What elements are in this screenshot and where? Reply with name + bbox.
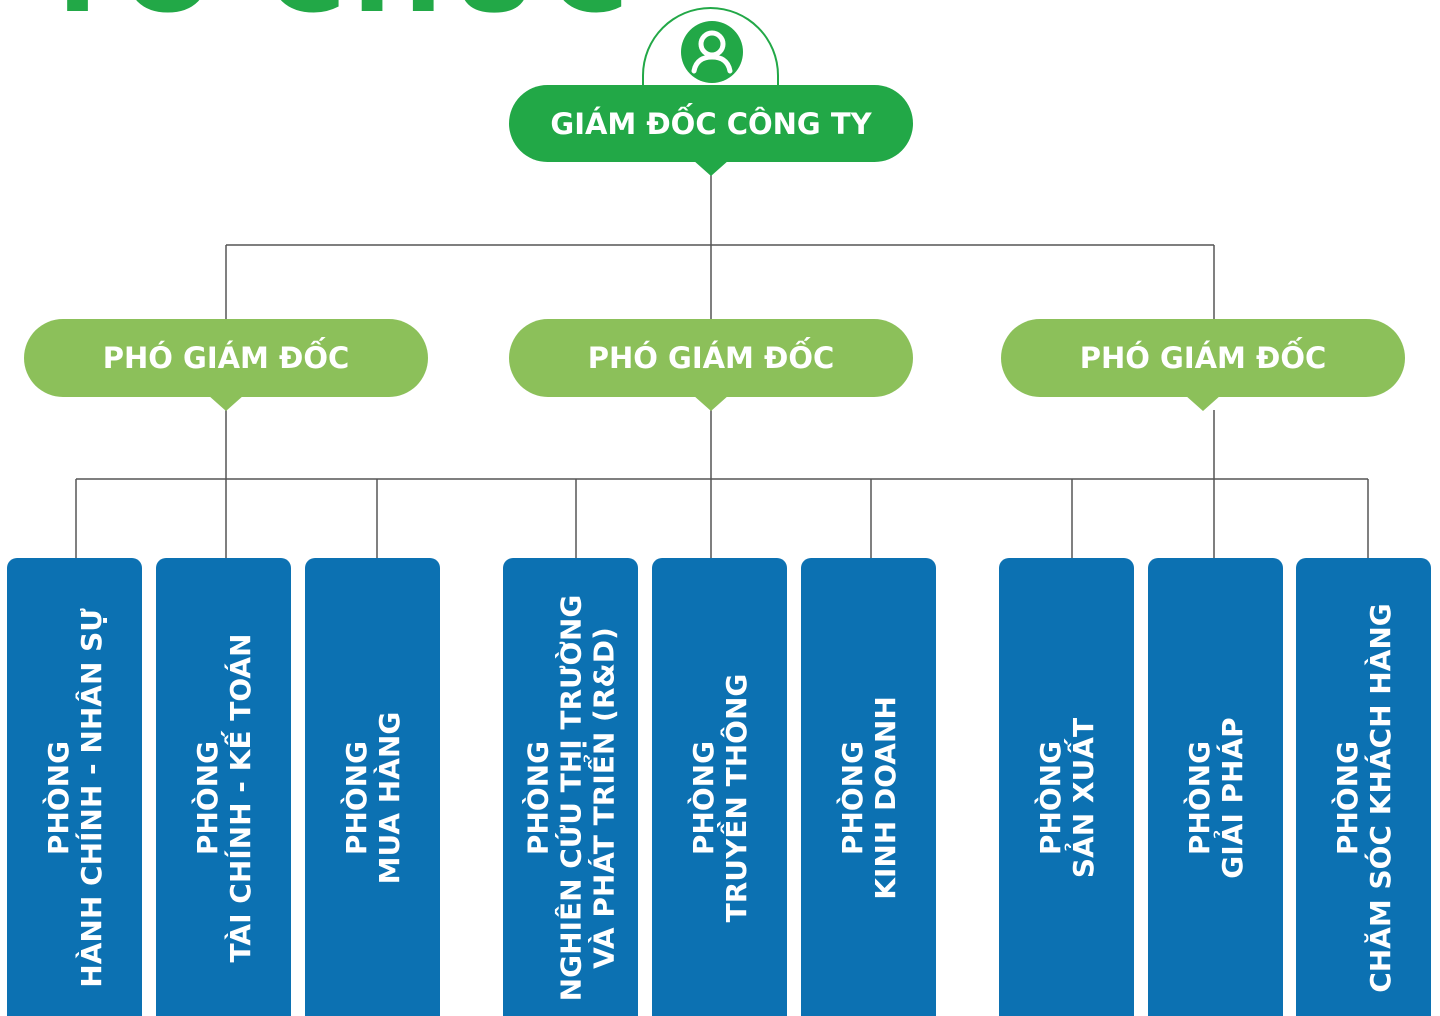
department-label-line: HÀNH CHÍNH - NHÂN SỰ — [74, 608, 108, 988]
department-label-line: PHÒNG — [521, 740, 554, 856]
ceo-pointer — [693, 160, 729, 176]
department-label: PHÒNG KINH DOANH — [836, 696, 902, 900]
department-label-line: PHÒNG — [686, 740, 720, 856]
department-label-line: PHÒNG — [835, 740, 869, 856]
vice-director-label: PHÓ GIÁM ĐỐC — [587, 341, 835, 375]
department-card: PHÒNG GIẢI PHÁP — [1148, 558, 1283, 1016]
department-label: PHÒNG HÀNH CHÍNH - NHÂN SỰ — [42, 608, 108, 987]
user-icon — [681, 21, 743, 83]
department-label-line: CHĂM SÓC KHÁCH HÀNG — [1363, 603, 1397, 993]
vice-director-label: PHÓ GIÁM ĐỐC — [1079, 341, 1327, 375]
vice-director-node: PHÓ GIÁM ĐỐC — [1001, 319, 1405, 411]
department-label-line: PHÒNG — [1182, 740, 1216, 856]
vice-director-pointer — [1185, 395, 1221, 411]
department-label: PHÒNG GIẢI PHÁP — [1183, 717, 1249, 878]
department-card: PHÒNG KINH DOANH — [801, 558, 936, 1016]
department-label: PHÒNG MUA HÀNG — [340, 712, 406, 885]
department-label-line: TRUYỀN THÔNG — [719, 673, 753, 923]
department-label-line: NGHIÊN CỨU THỊ TRƯỜNG — [554, 594, 587, 1002]
department-label-line: GIẢI PHÁP — [1215, 717, 1249, 879]
department-label-line: VÀ PHÁT TRIỂN (R&D) — [587, 627, 620, 969]
department-card: PHÒNG NGHIÊN CỨU THỊ TRƯỜNG VÀ PHÁT TRIỂ… — [503, 558, 638, 1016]
ceo-node: GIÁM ĐỐC CÔNG TY — [509, 85, 913, 176]
department-label: PHÒNG TÀI CHÍNH - KẾ TOÁN — [191, 634, 257, 963]
department-card: PHÒNG SẢN XUẤT — [999, 558, 1134, 1016]
vice-director-pointer — [208, 395, 244, 411]
department-card: PHÒNG TÀI CHÍNH - KẾ TOÁN — [156, 558, 291, 1016]
vice-director-pointer — [693, 395, 729, 411]
vice-director-node: PHÓ GIÁM ĐỐC — [24, 319, 428, 411]
department-card: PHÒNG MUA HÀNG — [305, 558, 440, 1016]
vice-director-label: PHÓ GIÁM ĐỐC — [102, 341, 350, 375]
department-label: PHÒNG NGHIÊN CỨU THỊ TRƯỜNG VÀ PHÁT TRIỂ… — [521, 595, 620, 1002]
department-card: PHÒNG TRUYỀN THÔNG — [652, 558, 787, 1016]
department-card: PHÒNG CHĂM SÓC KHÁCH HÀNG — [1296, 558, 1431, 1016]
department-label-line: PHÒNG — [41, 740, 75, 856]
department-label-line: SẢN XUẤT — [1066, 717, 1100, 879]
department-label: PHÒNG SẢN XUẤT — [1034, 718, 1100, 878]
department-card: PHÒNG HÀNH CHÍNH - NHÂN SỰ — [7, 558, 142, 1016]
department-label-line: TÀI CHÍNH - KẾ TOÁN — [223, 633, 257, 963]
page-title: TỔ CHỨC — [40, 0, 634, 28]
department-label-line: KINH DOANH — [868, 696, 902, 900]
department-label: PHÒNG CHĂM SÓC KHÁCH HÀNG — [1331, 603, 1397, 993]
department-label-line: MUA HÀNG — [372, 711, 406, 885]
department-label-line: PHÒNG — [1330, 740, 1364, 856]
ceo-label: GIÁM ĐỐC CÔNG TY — [550, 106, 872, 141]
department-label-line: PHÒNG — [190, 740, 224, 856]
department-label-line: PHÒNG — [339, 740, 373, 856]
department-label: PHÒNG TRUYỀN THÔNG — [687, 674, 753, 923]
vice-director-node: PHÓ GIÁM ĐỐC — [509, 319, 913, 411]
department-label-line: PHÒNG — [1033, 740, 1067, 856]
